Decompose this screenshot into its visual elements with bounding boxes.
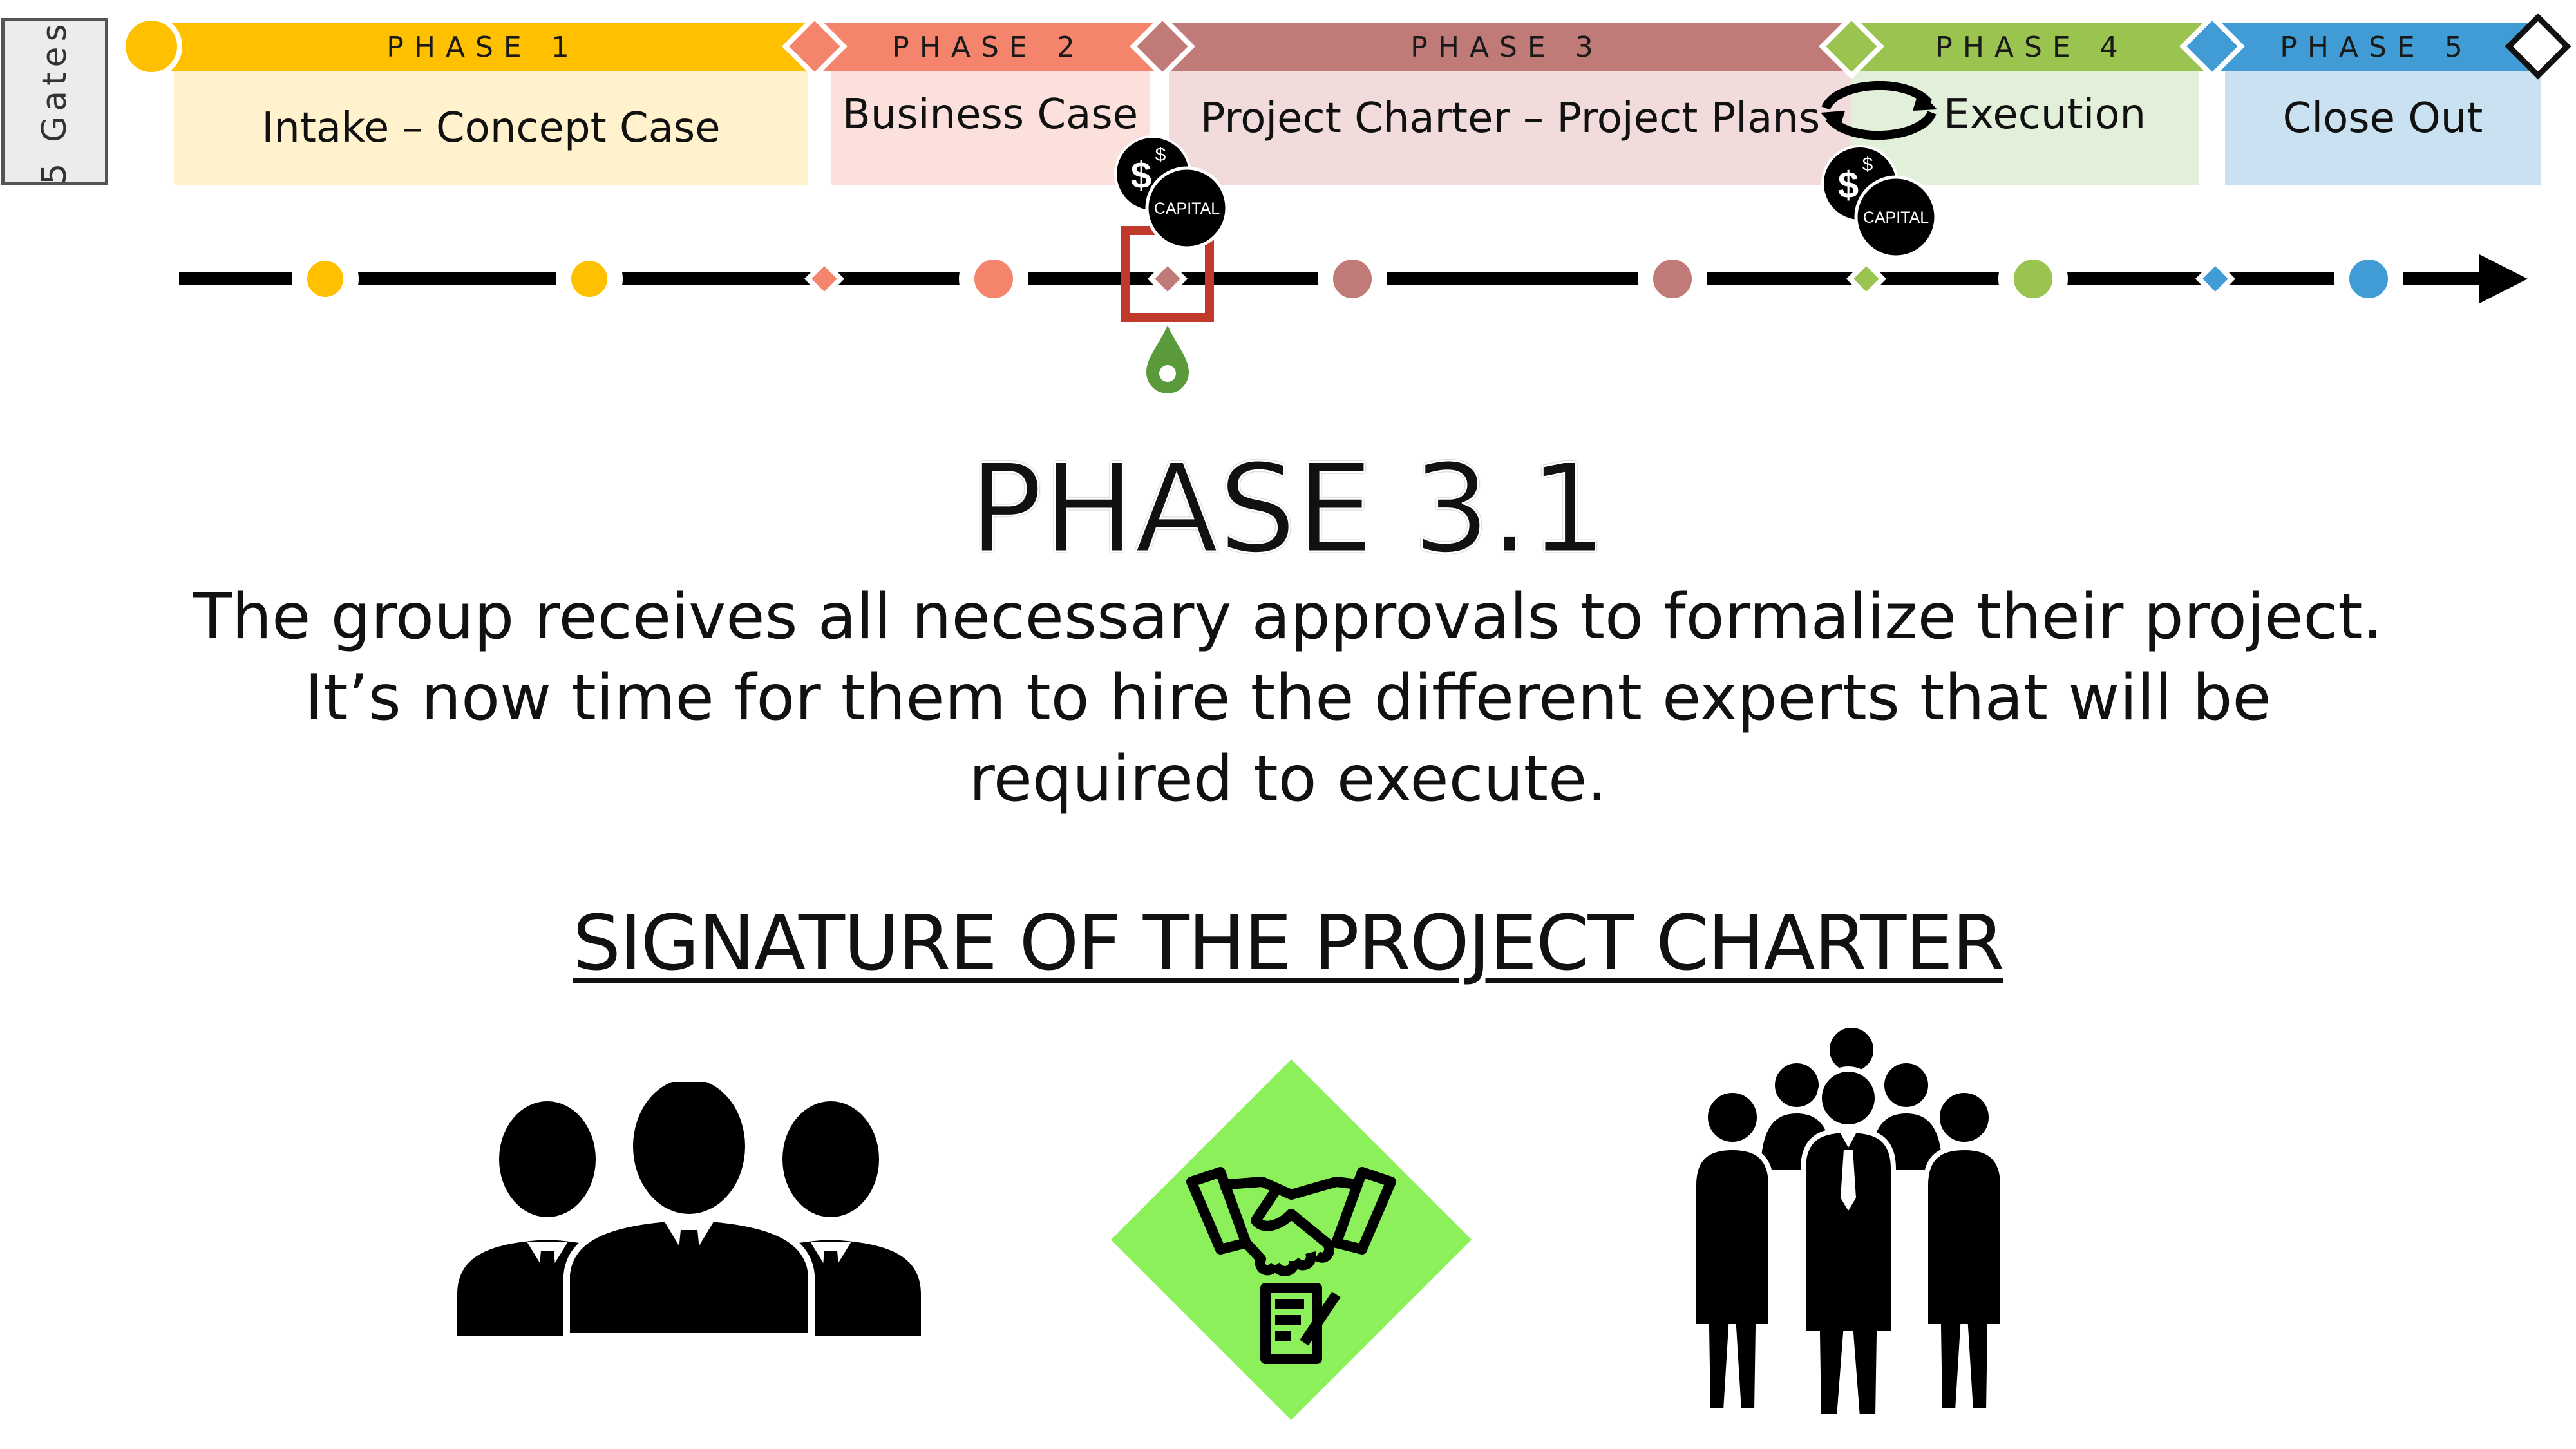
svg-text:$: $ xyxy=(1862,154,1873,175)
phase-label-4: PHASE 4 xyxy=(1935,30,2128,64)
timeline-arrowhead xyxy=(2479,254,2528,303)
timeline-gate-2 xyxy=(804,258,845,299)
milestone-7 xyxy=(2334,244,2403,314)
gate-4-5-marker xyxy=(2179,14,2245,79)
phase-name-3: Project Charter – Project Plans xyxy=(1169,71,1852,185)
capital-badge-1: $ $ CAPITAL xyxy=(1114,135,1229,250)
phase-bar-4 xyxy=(1852,23,2212,71)
phase-bar-2 xyxy=(815,23,1162,71)
gate-1-2-marker xyxy=(782,14,848,79)
timeline-gate-3 xyxy=(1147,258,1188,299)
milestone-5 xyxy=(1638,244,1707,314)
milestone-2 xyxy=(556,245,623,312)
milestone-6 xyxy=(1998,244,2068,314)
phase-name-1: Intake – Concept Case xyxy=(174,71,808,185)
timeline-gate-4 xyxy=(1846,258,1887,299)
svg-text:$: $ xyxy=(1131,155,1151,196)
phase-label-3: PHASE 3 xyxy=(1410,30,1604,64)
phase-name-2: Business Case xyxy=(831,71,1150,185)
milestone-4 xyxy=(1318,244,1387,314)
location-pin-icon xyxy=(1146,325,1189,393)
phase-bar-5 xyxy=(2212,23,2541,71)
end-gate-marker xyxy=(2505,13,2571,80)
svg-text:CAPITAL: CAPITAL xyxy=(1863,209,1929,227)
phase-description: The group receives all necessary approva… xyxy=(193,580,2383,816)
svg-text:$: $ xyxy=(1838,164,1859,206)
phase-bar-1 xyxy=(151,23,815,71)
phase-label-2: PHASE 2 xyxy=(892,30,1085,64)
milestone-3 xyxy=(959,244,1028,314)
phase-bar-3 xyxy=(1162,23,1852,71)
phase-label-1: PHASE 1 xyxy=(386,30,580,64)
section-subtitle: SIGNATURE OF THE PROJECT CHARTER xyxy=(573,898,2005,987)
handshake-contract-icon xyxy=(1111,1059,1472,1420)
phase-name-5: Close Out xyxy=(2225,71,2541,185)
start-gate-marker xyxy=(120,15,182,77)
phase-label-5: PHASE 5 xyxy=(2280,30,2473,64)
gate-2-3-marker xyxy=(1130,14,1195,79)
timeline-gate-5 xyxy=(2195,258,2236,299)
milestone-1 xyxy=(292,245,359,312)
gates-tab: 5 Gates xyxy=(1,18,108,185)
business-team-icon xyxy=(457,1082,921,1340)
svg-text:$: $ xyxy=(1155,144,1166,166)
gate-3-4-marker xyxy=(1819,14,1884,79)
svg-text:CAPITAL: CAPITAL xyxy=(1154,200,1220,218)
page-title: PHASE 3.1 xyxy=(968,437,1608,582)
staff-group-icon xyxy=(1691,1024,2005,1417)
timeline-graphics: $ $ CAPITAL $ $ CAPITAL xyxy=(120,13,2571,393)
capital-badge-2: $ $ CAPITAL xyxy=(1821,145,1938,259)
